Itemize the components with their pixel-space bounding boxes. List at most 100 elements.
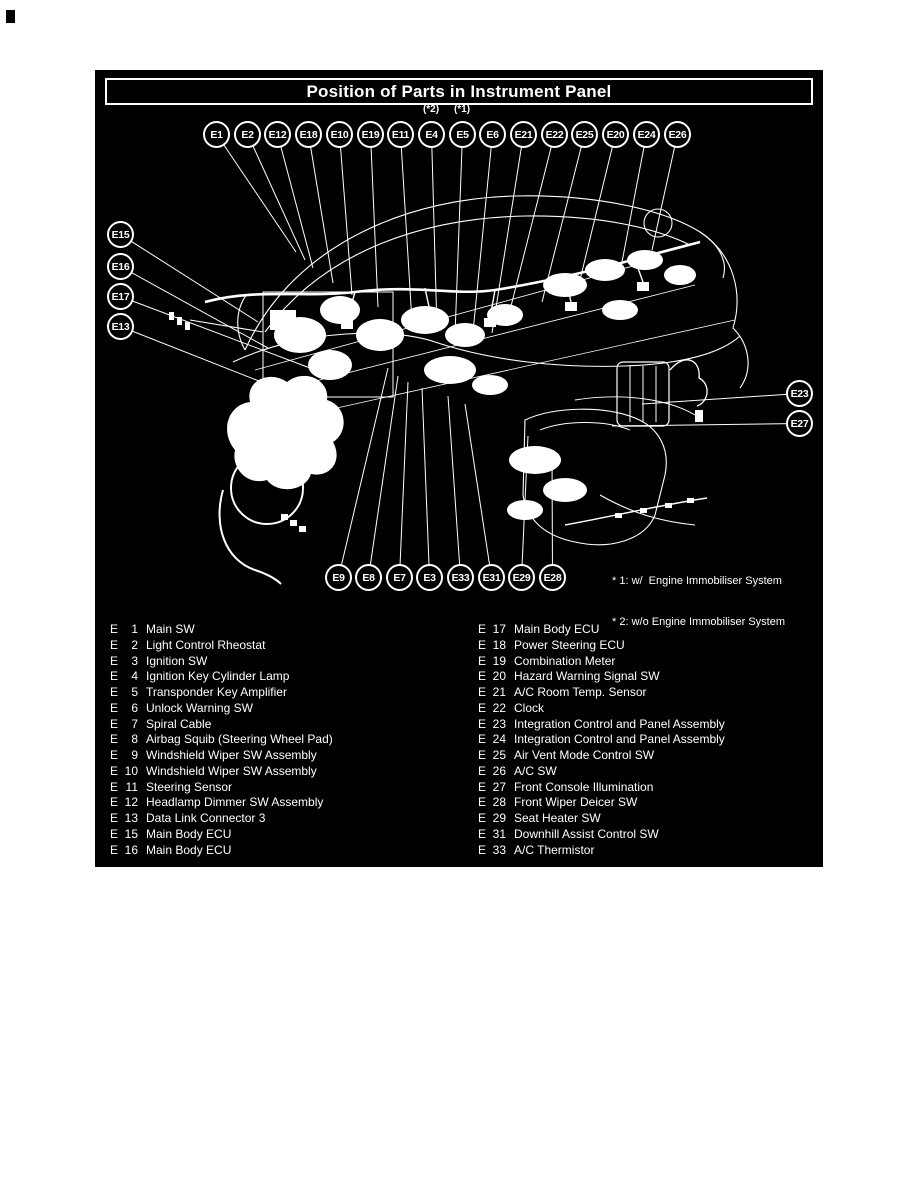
footnote-2: * 2: w/o Engine Immobiliser System: [612, 615, 786, 628]
callout-label: E11: [391, 128, 410, 141]
callout-label: E6: [486, 128, 499, 141]
legend-num: 10: [124, 763, 138, 778]
diagram-panel: Position of Parts in Instrument Panel: [95, 70, 823, 867]
callout-label: E29: [512, 571, 531, 584]
legend-item-e28: E 28 Front Wiper Deicer SW: [478, 795, 725, 811]
legend-part-name: Transponder Key Amplifier: [146, 685, 287, 699]
legend-prefix: E: [478, 779, 487, 794]
legend-num: 7: [131, 716, 138, 731]
legend-part-name: Downhill Assist Control SW: [514, 826, 659, 841]
legend-part-name: Seat Heater SW: [514, 811, 601, 825]
callout-e9: E9: [325, 564, 352, 591]
legend-num: 21: [492, 685, 506, 699]
legend-num: 20: [492, 669, 506, 684]
callout-label: E33: [451, 571, 470, 584]
callout-label: E10: [330, 128, 349, 141]
legend-part-name: Clock: [514, 700, 545, 715]
legend-prefix: E: [478, 811, 487, 825]
legend-part-name: Main Body ECU: [146, 842, 232, 857]
callout-label: E22: [545, 128, 564, 141]
legend-part-name: Light Control Rheostat: [146, 637, 266, 652]
legend-num: 22: [492, 700, 506, 715]
callout-e33: E33: [447, 564, 474, 591]
callout-e7: E7: [386, 564, 413, 591]
legend-part-name: Integration Control and Panel Assembly: [514, 716, 725, 731]
legend-part-name: Windshield Wiper SW Assembly: [146, 748, 317, 762]
callout-label: E13: [111, 320, 130, 333]
callout-label: E18: [299, 128, 318, 141]
legend-part-name: A/C SW: [514, 763, 557, 778]
callout-label: E21: [514, 128, 533, 141]
legend-num: 16: [124, 842, 138, 857]
legend-prefix: E: [110, 842, 119, 857]
center-console-outline: [522, 408, 667, 546]
legend-prefix: E: [478, 622, 487, 636]
legend-part-name: Main Body ECU: [146, 826, 232, 841]
callout-e17: E17: [107, 283, 134, 310]
legend-num: 15: [124, 826, 138, 841]
callout-label: E20: [606, 128, 625, 141]
instrument-panel-drawing: [120, 133, 800, 585]
legend-part-name: Ignition Key Cylinder Lamp: [146, 669, 290, 684]
callout-e23: E23: [786, 380, 813, 407]
integration-panel-art: [616, 359, 708, 427]
callout-label: E15: [111, 228, 130, 241]
callout-e26: E26: [664, 121, 691, 148]
callout-e1: E1: [203, 121, 230, 148]
callout-label: E27: [790, 417, 809, 430]
legend-prefix: E: [478, 669, 487, 684]
legend-num: 4: [131, 669, 138, 684]
legend-item-e29: E 29 Seat Heater SW: [478, 811, 725, 827]
legend-part-name: Steering Sensor: [146, 779, 233, 794]
legend-num: 17: [492, 622, 506, 636]
legend-num: 13: [124, 811, 138, 825]
legend-prefix: E: [110, 779, 119, 794]
legend-num: 28: [492, 795, 506, 810]
left-vent-line: [189, 319, 264, 333]
legend-part-name: Main SW: [146, 622, 195, 636]
legend-part-name: A/C Thermistor: [514, 842, 595, 857]
callout-e13: E13: [107, 313, 134, 340]
legend-prefix: E: [478, 716, 487, 731]
legend-part-name: Front Wiper Deicer SW: [514, 795, 638, 810]
callout-label: E4: [425, 128, 438, 141]
callout-note-e4: (*2): [422, 104, 440, 115]
legend-num: 18: [492, 637, 506, 652]
legend-prefix: E: [478, 685, 487, 699]
scan-corner-artifact: [6, 10, 15, 23]
legend-part-name: A/C Room Temp. Sensor: [514, 685, 647, 699]
legend-part-name: Power Steering ECU: [514, 637, 625, 652]
legend-part-name: Headlamp Dimmer SW Assembly: [146, 795, 324, 810]
callout-e24: E24: [633, 121, 660, 148]
legend-num: 29: [492, 811, 506, 825]
legend-num: 26: [492, 763, 506, 778]
callout-e21: E21: [510, 121, 537, 148]
legend-part-name: Air Vent Mode Control SW: [514, 748, 655, 762]
callout-label: E19: [361, 128, 380, 141]
callout-e4: E4: [418, 121, 445, 148]
legend-prefix: E: [478, 748, 487, 762]
legend-prefix: E: [478, 732, 487, 747]
legend-num: 8: [131, 732, 138, 747]
callout-e19: E19: [357, 121, 384, 148]
legend-part-name: Airbag Squib (Steering Wheel Pad): [146, 732, 333, 747]
legend-prefix: E: [478, 795, 487, 810]
callout-label: E26: [668, 128, 687, 141]
callout-e5: E5: [449, 121, 476, 148]
left-vent-parts: [169, 312, 190, 330]
callout-label: E7: [393, 571, 406, 584]
callout-e25: E25: [571, 121, 598, 148]
legend-part-name: Front Console Illumination: [514, 779, 654, 794]
legend-num: 27: [492, 779, 506, 794]
